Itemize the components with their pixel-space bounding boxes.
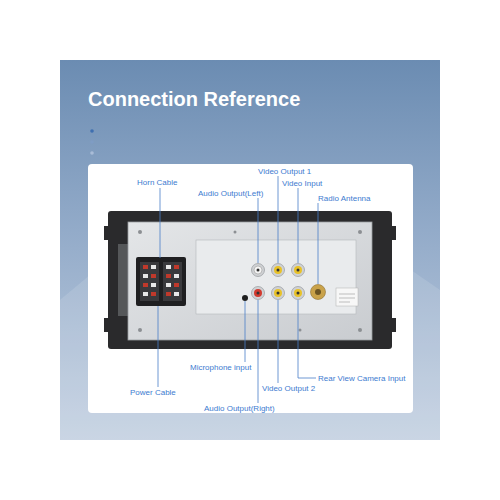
- jack-body: [272, 287, 285, 300]
- callout-label: Horn Cable: [137, 178, 177, 187]
- leader-lines: [158, 176, 318, 403]
- pin: [151, 274, 156, 278]
- white-jack: [254, 266, 262, 274]
- callout-label: Video Input: [282, 179, 322, 188]
- yellow-jack: [294, 289, 302, 297]
- dot: [90, 129, 94, 133]
- pin: [143, 274, 148, 278]
- jack-body: [252, 287, 265, 300]
- screw-hole: [358, 230, 362, 234]
- leader-line: [245, 301, 246, 362]
- frame-tab: [390, 318, 396, 332]
- sticker-line: [339, 294, 355, 295]
- sticker-line: [339, 302, 350, 303]
- blue-panel: [60, 60, 440, 440]
- pin: [166, 274, 171, 278]
- yellow-jack: [274, 289, 282, 297]
- leader-line: [160, 188, 161, 258]
- callout-label: Radio Antenna: [318, 194, 371, 203]
- pin: [143, 265, 148, 269]
- pin: [166, 265, 171, 269]
- jack-hole: [257, 269, 260, 272]
- antenna-jack: [311, 285, 326, 300]
- pin: [151, 292, 156, 296]
- screw-hole: [358, 328, 362, 332]
- iso-socket: [163, 262, 182, 301]
- yellow-jack: [274, 266, 282, 274]
- screw-hole: [299, 329, 302, 332]
- callout-label: Audio Output(Right): [204, 404, 275, 413]
- jack-hole: [257, 292, 260, 295]
- jack-hole: [277, 292, 280, 295]
- pin: [151, 283, 156, 287]
- pin: [143, 283, 148, 287]
- metal-plate: [128, 222, 372, 340]
- jack-body: [292, 287, 305, 300]
- page-title: Connection Reference: [88, 88, 300, 111]
- jack-body: [292, 264, 305, 277]
- frame-tab: [104, 226, 110, 240]
- jack-hole: [297, 292, 300, 295]
- callout-label: Video Output 2: [262, 384, 315, 393]
- screw-hole: [138, 230, 142, 234]
- pin: [166, 283, 171, 287]
- callout-label: Rear View Camera Input: [318, 374, 405, 383]
- white-card: [88, 164, 413, 413]
- unit-frame: [108, 211, 392, 349]
- iso-connector: [136, 257, 186, 306]
- pin: [166, 292, 171, 296]
- pin: [174, 274, 179, 278]
- jack-hole: [297, 269, 300, 272]
- callout-label: Power Cable: [130, 388, 176, 397]
- screw-hole: [138, 328, 142, 332]
- pin: [174, 283, 179, 287]
- rca-jacks: [252, 264, 326, 300]
- frame-tab: [104, 318, 110, 332]
- jack-body: [252, 264, 265, 277]
- dot: [90, 140, 94, 144]
- jack-hole: [277, 269, 280, 272]
- leader-line: [298, 188, 299, 263]
- leader-line: [258, 300, 259, 403]
- callout-label: Microphone input: [190, 363, 251, 372]
- pin: [143, 292, 148, 296]
- pin: [174, 292, 179, 296]
- pin: [174, 265, 179, 269]
- iso-pins: [143, 265, 179, 296]
- screw-hole: [234, 231, 237, 234]
- jack-panel: [196, 240, 356, 314]
- leader-line: [278, 300, 279, 383]
- frame-tab: [390, 226, 396, 240]
- dot: [90, 151, 94, 155]
- leader-line: [158, 306, 159, 387]
- jack-hole: [315, 289, 321, 295]
- rating-sticker: [336, 288, 358, 306]
- sticker-line: [339, 298, 355, 299]
- red-jack: [254, 289, 262, 297]
- leader-line: [318, 203, 319, 284]
- leader-line: [298, 300, 316, 378]
- callout-label: Audio Output(Left): [198, 189, 263, 198]
- mic-jack: [242, 295, 248, 301]
- iso-socket: [140, 262, 159, 301]
- yellow-jack: [294, 266, 302, 274]
- pin: [151, 265, 156, 269]
- leader-line: [278, 176, 279, 263]
- jack-body: [272, 264, 285, 277]
- leader-line: [258, 198, 259, 263]
- callout-label: Video Output 1: [258, 167, 311, 176]
